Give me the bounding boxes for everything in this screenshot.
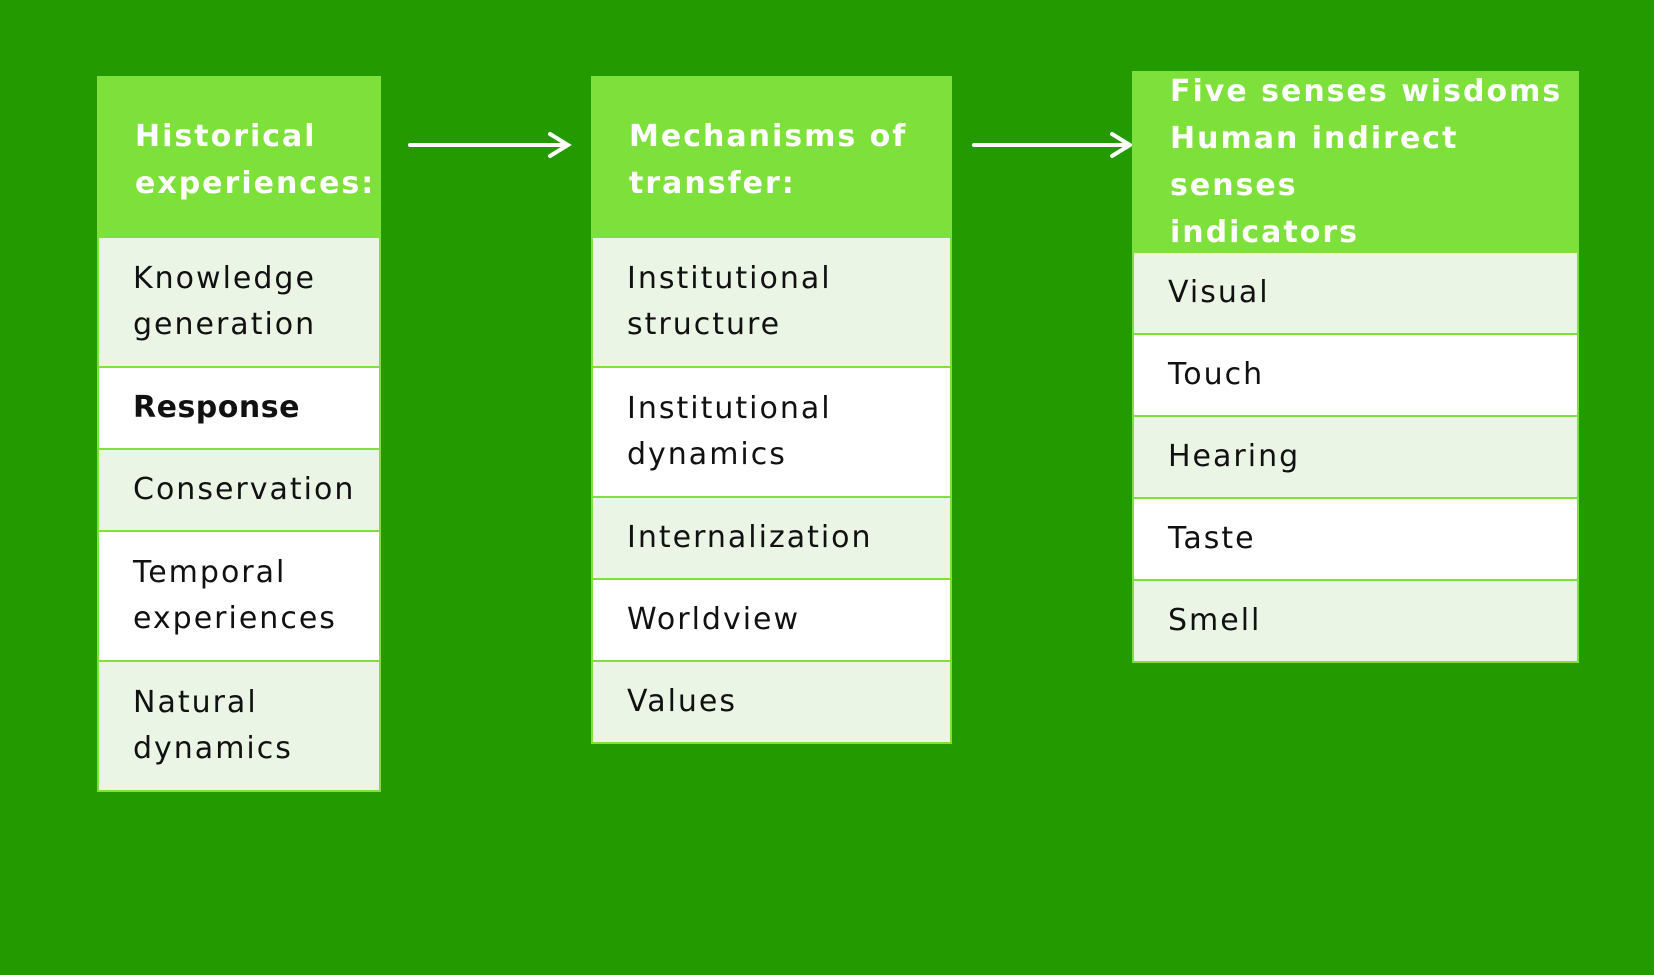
arrow-1-to-2: [408, 132, 572, 158]
column-five-senses-wisdoms: Five senses wisdoms Human indirect sense…: [1132, 71, 1579, 663]
list-item-visual: Visual: [1134, 251, 1577, 333]
column-header: Five senses wisdoms Human indirect sense…: [1134, 73, 1577, 251]
list-item-knowledge-generation: Knowledge generation: [99, 236, 379, 366]
list-item-conservation: Conservation: [99, 448, 379, 530]
list-item-touch: Touch: [1134, 333, 1577, 415]
column-header: Historical experiences:: [99, 78, 379, 236]
list-item-institutional-structure: Institutional structure: [593, 236, 950, 366]
list-item-internalization: Internalization: [593, 496, 950, 578]
list-item-hearing: Hearing: [1134, 415, 1577, 497]
list-item-response: Response: [99, 366, 379, 448]
column-header: Mechanisms of transfer:: [593, 78, 950, 236]
list-item-values: Values: [593, 660, 950, 742]
column-mechanisms-of-transfer: Mechanisms of transfer: Institutional st…: [591, 76, 952, 744]
list-item-taste: Taste: [1134, 497, 1577, 579]
list-item-worldview: Worldview: [593, 578, 950, 660]
column-historical-experiences: Historical experiences: Knowledge genera…: [97, 76, 381, 792]
list-item-institutional-dynamics: Institutional dynamics: [593, 366, 950, 496]
list-item-temporal-experiences: Temporal experiences: [99, 530, 379, 660]
list-item-smell: Smell: [1134, 579, 1577, 661]
arrow-2-to-3: [972, 132, 1134, 158]
list-item-natural-dynamics: Natural dynamics: [99, 660, 379, 790]
